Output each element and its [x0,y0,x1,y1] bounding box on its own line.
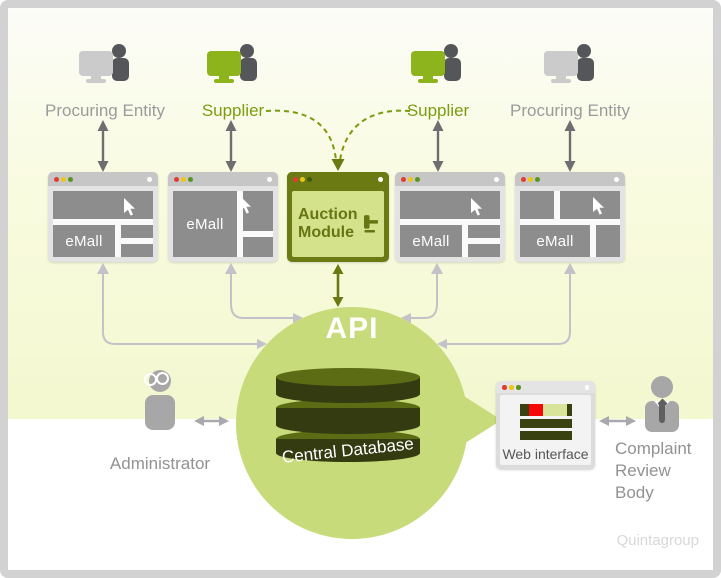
window-dot-icon [614,176,619,182]
close-dot-icon [54,176,59,182]
supplier-label: Supplier [406,101,470,120]
emall-window-4: eMall [515,172,625,262]
auction-api-arrow [332,264,344,307]
web-interface-window: Web interface [496,381,595,469]
maximize-dot-icon [516,385,521,390]
maximize-dot-icon [415,176,420,182]
cursor-icon [124,198,135,216]
close-dot-icon [174,176,179,182]
window-titlebar [287,172,389,186]
watermark: Quintagroup [616,532,699,549]
supplier-label: Supplier [201,101,265,120]
emall-label: eMall [520,225,590,257]
cursor-icon [471,198,482,216]
emall-label: eMall [53,225,115,257]
procuring-entity-label: Procuring Entity [510,101,630,120]
minimize-dot-icon [408,176,413,182]
dashed-arrowhead [331,159,345,171]
web-interface-content: Web interface [500,395,591,465]
cursor-icon [593,197,604,215]
minimize-dot-icon [61,176,66,182]
emall-window-2: eMall [168,172,278,262]
procuring-entity-icon [79,44,133,90]
api-label: API [325,312,379,345]
supplier-icon [207,44,261,90]
bubble-tail [460,396,499,444]
window-dot-icon [378,176,383,182]
procuring-entity-icon [544,44,598,90]
window-titlebar [168,172,278,186]
curved-arrowheads [97,263,576,349]
close-dot-icon [502,385,507,390]
window-content: eMall [520,191,620,257]
actor-window-arrows [101,129,572,164]
maximize-dot-icon [68,176,73,182]
window-titlebar [496,381,595,393]
window-dot-icon [584,385,589,390]
administrator-icon [138,370,182,432]
auction-module-content: Auction Module [292,191,384,257]
complaint-review-body-label: Complaint Review Body [615,439,692,502]
supplier-auction-dashed-arrows [265,109,411,161]
close-dot-icon [401,176,406,182]
gavel-icon [363,215,378,233]
window-dot-icon [494,176,499,182]
emall-label: eMall [400,225,462,257]
administrator-label: Administrator [109,454,211,473]
curved-arrows [102,270,571,345]
window-dot-icon [147,176,152,182]
close-dot-icon [293,176,298,182]
window-titlebar [48,172,158,186]
auction-module-label: Auction Module [298,206,358,241]
supplier-icon [411,44,465,90]
minimize-dot-icon [300,176,305,182]
close-dot-icon [521,176,526,182]
minimize-dot-icon [509,385,514,390]
complaint-review-body-icon [641,376,683,434]
window-content: eMall [53,191,153,257]
window-titlebar [515,172,625,186]
emall-label: eMall [173,191,237,257]
administrator-api-arrow [194,416,229,426]
webinterface-crb-arrow [599,416,636,426]
cursor-icon [240,196,251,214]
minimize-dot-icon [181,176,186,182]
emall-window-3: eMall [395,172,505,262]
minimize-dot-icon [528,176,533,182]
connector-layer-under [97,263,576,349]
maximize-dot-icon [307,176,312,182]
window-dot-icon [267,176,272,182]
maximize-dot-icon [535,176,540,182]
window-content: eMall [173,191,273,257]
auction-module-window: Auction Module [287,172,389,262]
web-interface-chart [519,404,572,440]
central-database-icon: Central Database [276,368,420,464]
connector-layer-over [97,109,636,426]
emall-window-1: eMall [48,172,158,262]
maximize-dot-icon [188,176,193,182]
window-titlebar [395,172,505,186]
procuring-entity-label: Procuring Entity [45,101,165,120]
window-content: eMall [400,191,500,257]
web-interface-label: Web interface [502,446,589,462]
